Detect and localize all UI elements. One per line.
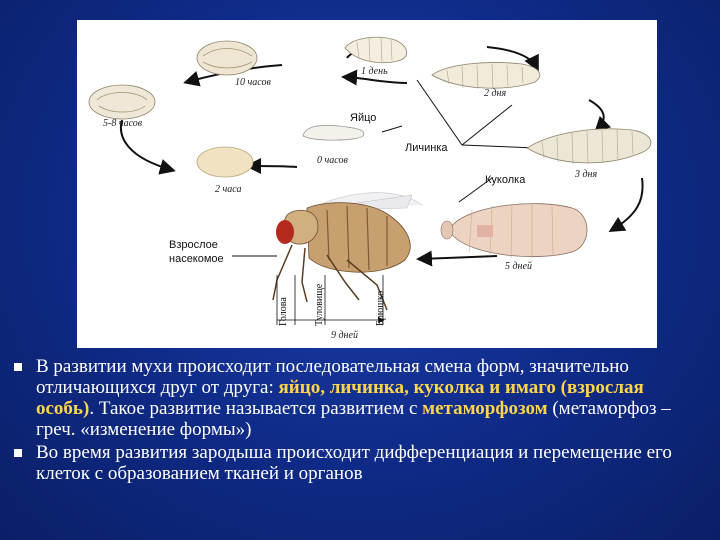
stage-label-adult-line1: Взрослое — [169, 239, 218, 251]
time-label-10-hours: 10 часов — [235, 77, 271, 88]
larva-1-day — [344, 36, 408, 64]
egg-5-8-hours — [88, 84, 156, 120]
time-label-1-day: 1 день — [361, 66, 388, 77]
life-cycle-drawing — [88, 36, 652, 348]
bullet-marker — [14, 363, 22, 371]
bullet-metamorphosis: В развитии мухи происходит последователь… — [14, 356, 704, 440]
bullet-1-highlight-metamorphosis: метаморфозом — [422, 398, 548, 419]
adult-fly — [272, 192, 423, 311]
stage-label-pupa: Куколка — [485, 174, 526, 186]
pointer-lines — [232, 79, 538, 257]
fly-life-cycle-diagram: 10 часов 1 день 2 дня 5-8 часов 0 часов … — [77, 20, 657, 348]
bullet-1-text-c: (метаморфоз – греч. «изменение формы») — [36, 398, 671, 440]
egg-10-hours — [196, 40, 258, 76]
bullet-1-highlight-stages: яйцо, личинка, куколка и имаго (взрослая… — [36, 377, 644, 419]
larva-2-days — [431, 62, 541, 90]
bullet-1-text-b: . Такое развитие называется развитием с — [89, 398, 423, 419]
stage-label-egg: Яйцо — [350, 112, 377, 124]
stage-label-adult-line2: насекомое — [169, 253, 224, 265]
time-label-9-days: 9 дней — [331, 330, 358, 341]
time-label-0-hours: 0 часов — [317, 155, 348, 166]
bullet-differentiation: Во время развития зародыша происходит ди… — [14, 442, 704, 484]
slide-text: В развитии мухи происходит последователь… — [14, 356, 704, 486]
time-label-5-8-hours: 5-8 часов — [103, 118, 143, 129]
stage-label-larva: Личинка — [405, 142, 448, 154]
time-label-5-days: 5 дней — [505, 261, 532, 272]
bullet-1-text-a: В развитии мухи происходит последователь… — [36, 356, 629, 398]
pupa — [440, 203, 588, 259]
bullet-2-text: Во время развития зародыша происходит ди… — [36, 442, 672, 484]
time-label-3-days: 3 дня — [575, 169, 598, 180]
body-part-thorax: Туловище — [314, 283, 325, 326]
time-label-2-hours: 2 часа — [215, 184, 242, 195]
bullet-marker — [14, 449, 22, 457]
larva-3-days — [526, 128, 652, 165]
body-part-head: Голова — [278, 297, 289, 326]
measurement-lines — [276, 275, 383, 325]
time-label-2-days: 2 дня — [484, 88, 507, 99]
egg-2-hours — [196, 146, 254, 178]
egg — [302, 124, 365, 141]
body-part-abdomen: Брюшко — [375, 290, 386, 326]
